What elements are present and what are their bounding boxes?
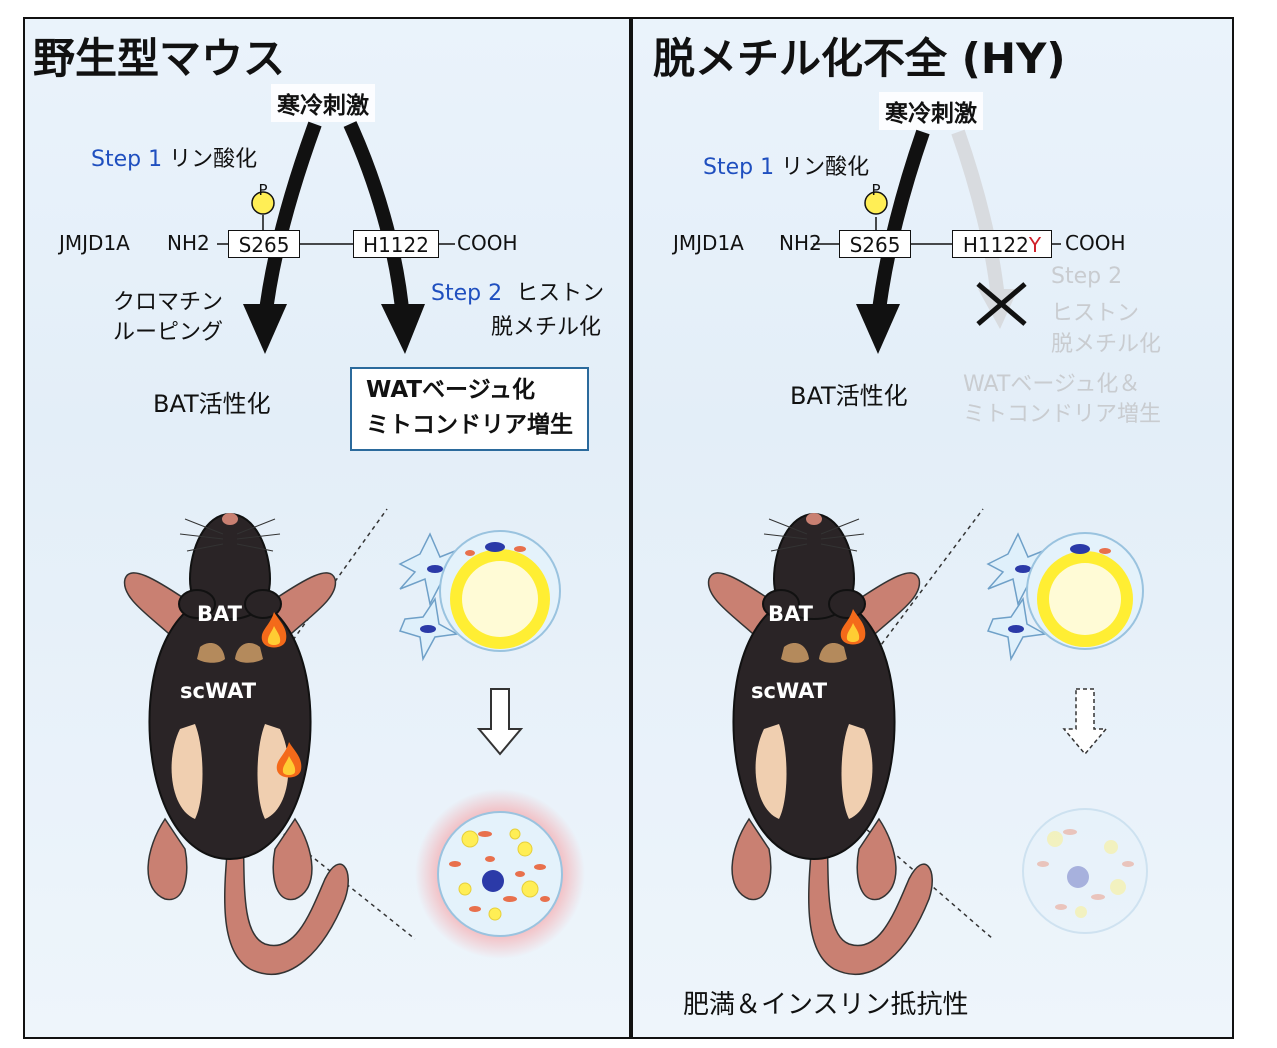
n-terminus: NH2 (167, 231, 210, 255)
panel-title: 脱メチル化不全 (HY) (653, 34, 1066, 83)
down-arrow-icon (856, 304, 900, 354)
step1-label: Step 1 リン酸化 (91, 147, 258, 172)
mouse-illustration (707, 512, 934, 976)
mouse-bat-label: BAT (197, 602, 242, 626)
wat-line-2: ミトコンドリア増生 (366, 412, 573, 438)
c-terminus: COOH (1065, 231, 1126, 255)
cold-stimulus-label: 寒冷刺激 (879, 92, 983, 130)
step2-text-2: 脱メチル化 (491, 315, 602, 340)
mouse-bat-label: BAT (768, 602, 813, 626)
step2-text-1: ヒストン (1051, 301, 1140, 326)
bat-activation-label: BAT活性化 (153, 390, 271, 418)
protein-name: JMJD1A (59, 231, 130, 255)
wat-line-1: WATベージュ化 (366, 377, 535, 403)
pathway-arrows (123, 121, 585, 976)
mouse-scwat-label: scWAT (751, 679, 828, 703)
adipocyte-icon (439, 530, 561, 652)
phospho-mark: P (258, 181, 268, 199)
mouse-illustration (123, 512, 350, 976)
step2-text-2: 脱メチル化 (1051, 332, 1162, 357)
down-arrow-icon (381, 304, 425, 354)
mouse-scwat-label: scWAT (180, 679, 257, 703)
chromatin-label-2: ルーピング (113, 320, 224, 345)
phospho-circle-icon (251, 191, 275, 215)
chromatin-label-1: クロマチン (113, 290, 224, 315)
mutation-letter: Y (1028, 233, 1042, 257)
down-arrow-icon (476, 688, 524, 756)
site-s265-box: S265 (839, 230, 911, 258)
phospho-circle-icon (864, 191, 888, 215)
cold-stimulus-label: 寒冷刺激 (271, 84, 375, 122)
outcome-label: 肥満＆インスリン抵抗性 (683, 990, 969, 1020)
hy-mutant-panel: 脱メチル化不全 (HY) 寒冷刺激 (631, 17, 1234, 1039)
step1-label: Step 1 リン酸化 (703, 155, 870, 180)
adipocyte-icon (1026, 532, 1144, 650)
precursor-cells (986, 532, 1061, 662)
wat-beige-box: WATベージュ化 ミトコンドリア増生 (350, 367, 589, 451)
pathway-arrows (707, 129, 1148, 976)
step2-label: Step 2 (1051, 264, 1123, 289)
beige-adipocyte-icon (415, 789, 585, 959)
wat-faded-2: ミトコンドリア増生 (963, 402, 1162, 427)
c-terminus: COOH (457, 231, 518, 255)
down-arrow-icon (1062, 688, 1108, 756)
phospho-mark: P (871, 181, 881, 199)
wat-faded-1: WATベージュ化＆ (963, 372, 1141, 397)
panel-title: 野生型マウス (33, 34, 286, 83)
step2-label: Step 2 ヒストン (431, 281, 605, 306)
protein-name: JMJD1A (673, 231, 744, 255)
down-arrow-icon (243, 304, 287, 354)
n-terminus: NH2 (779, 231, 822, 255)
site-h1122-box: H1122 (353, 230, 439, 258)
beige-adipocyte-icon (1022, 808, 1148, 934)
site-s265-box: S265 (228, 230, 300, 258)
wild-type-panel: 野生型マウス 寒冷刺激 (23, 17, 631, 1039)
cross-icon (976, 282, 1027, 326)
site-h1122-box: H1122Y (952, 230, 1052, 258)
bat-activation-label: BAT活性化 (790, 382, 908, 410)
